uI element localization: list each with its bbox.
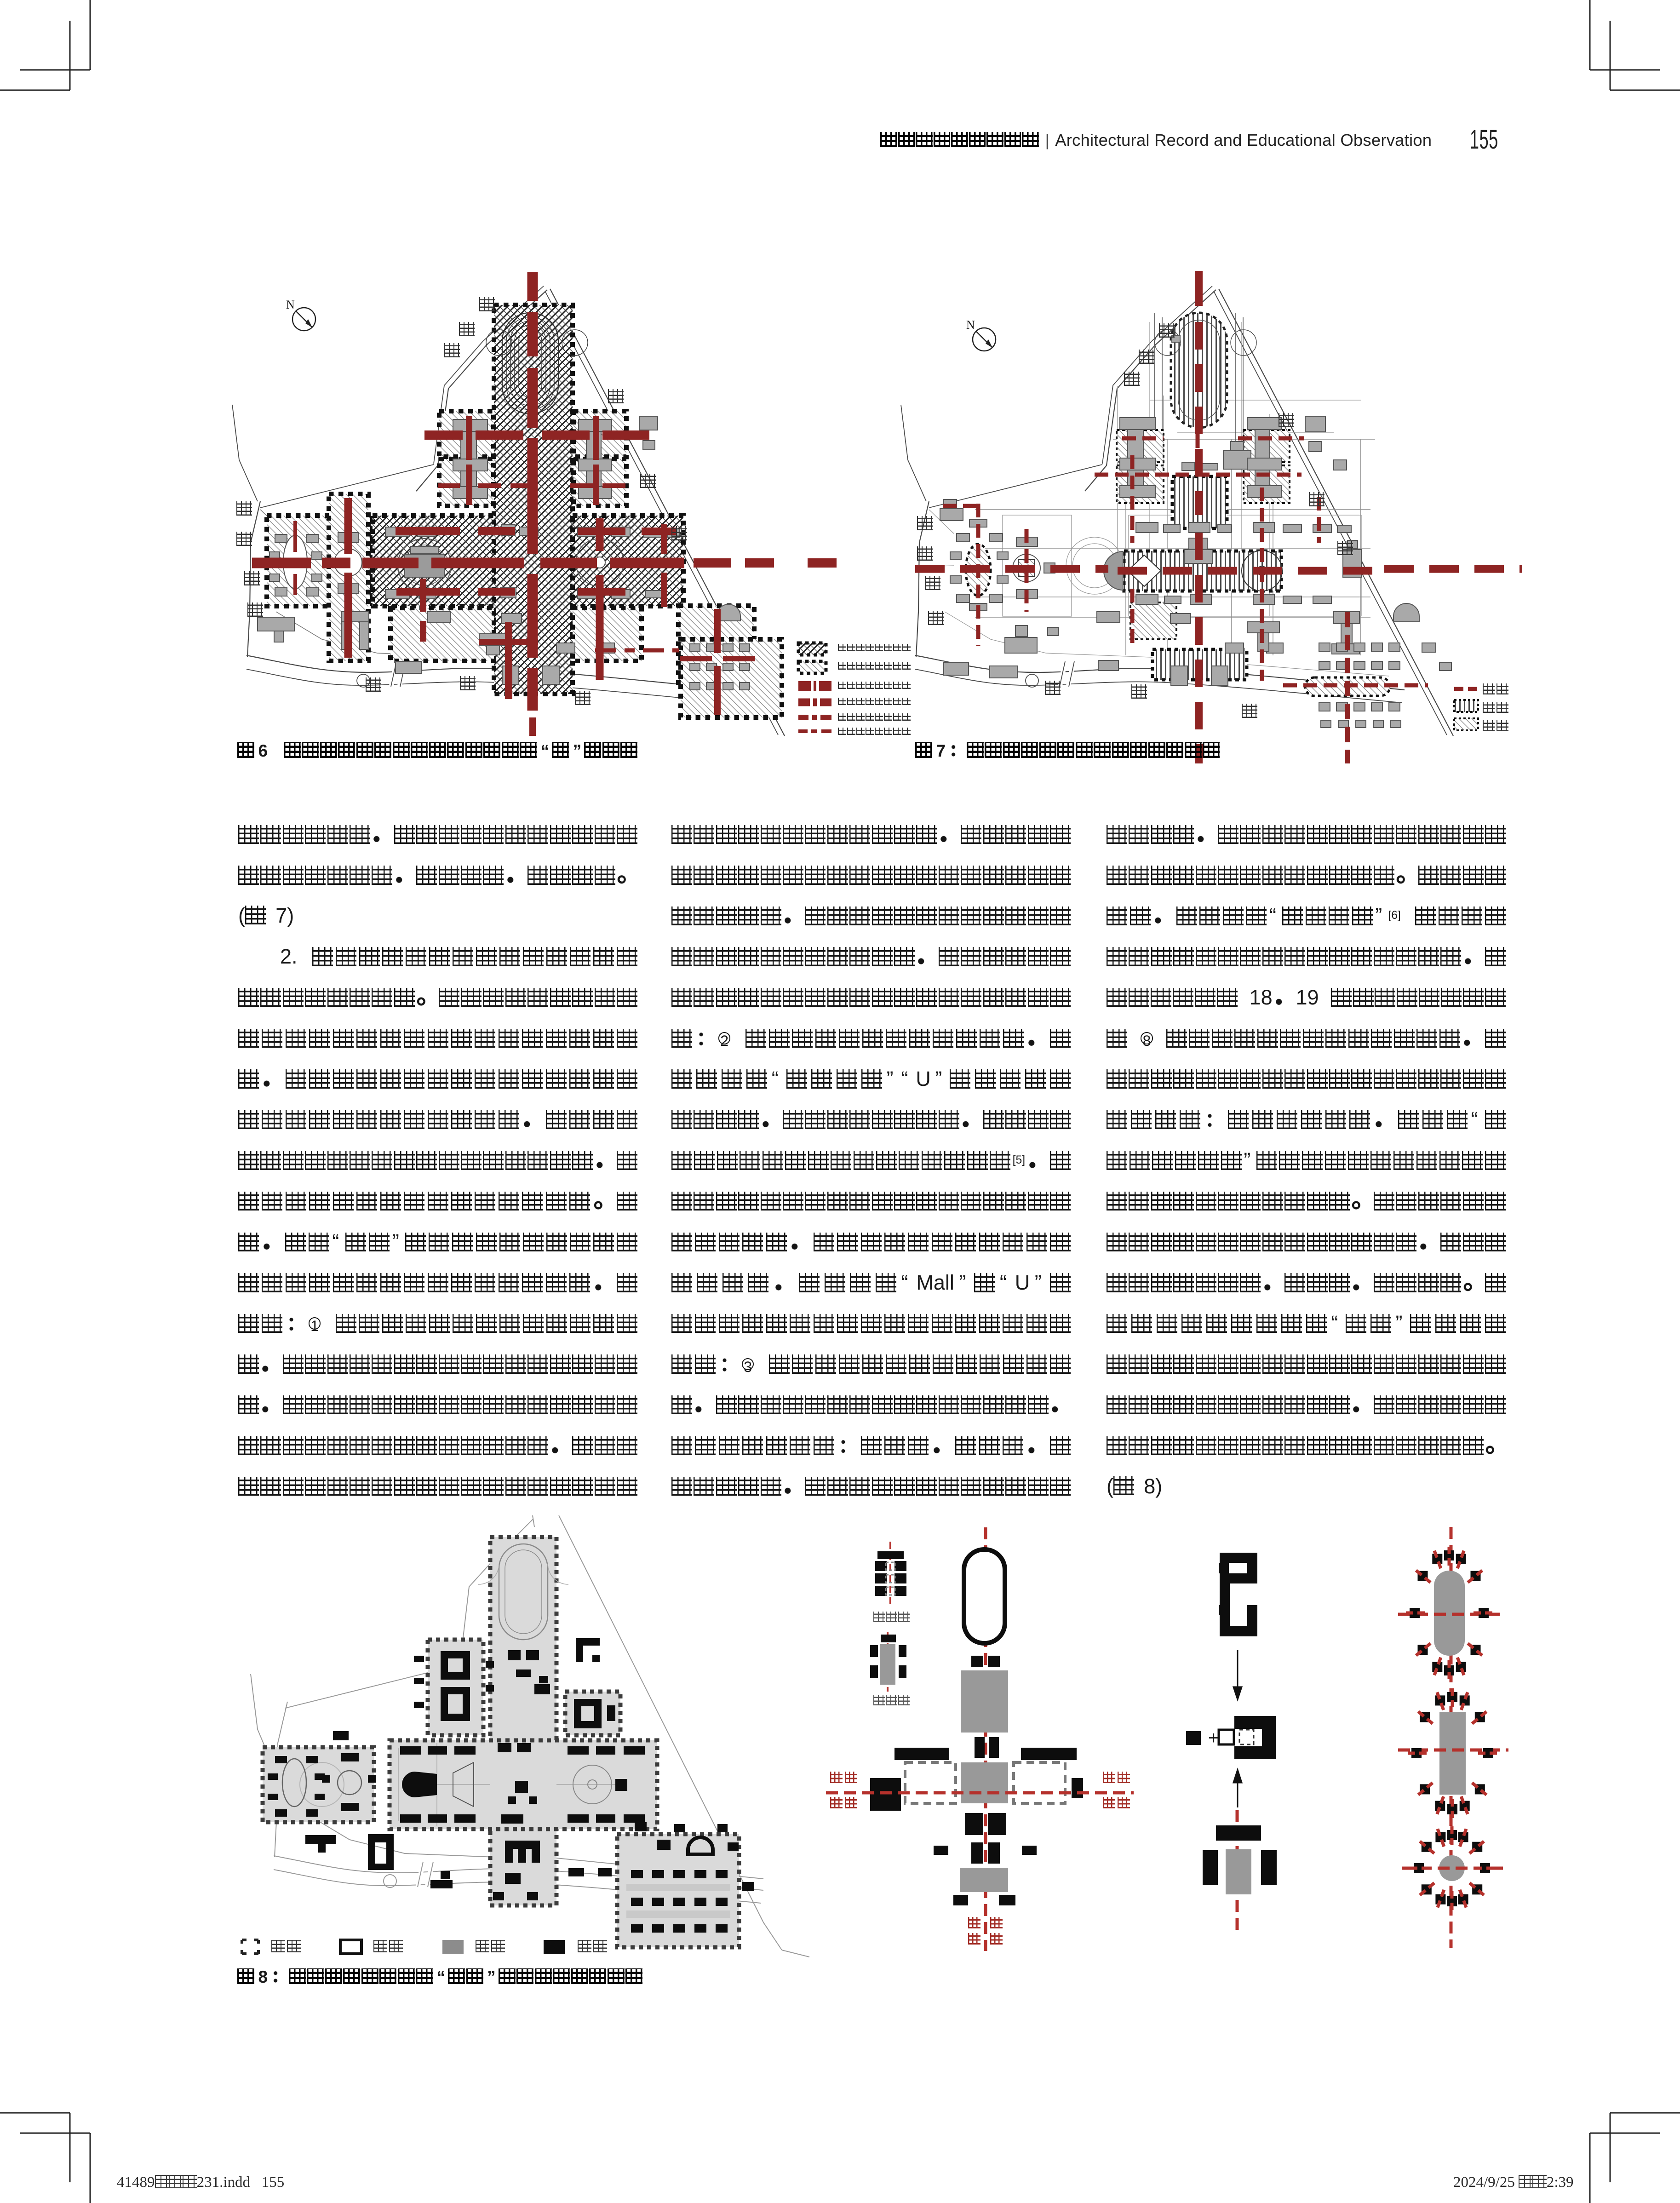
svg-text:+: + — [1208, 1728, 1219, 1748]
